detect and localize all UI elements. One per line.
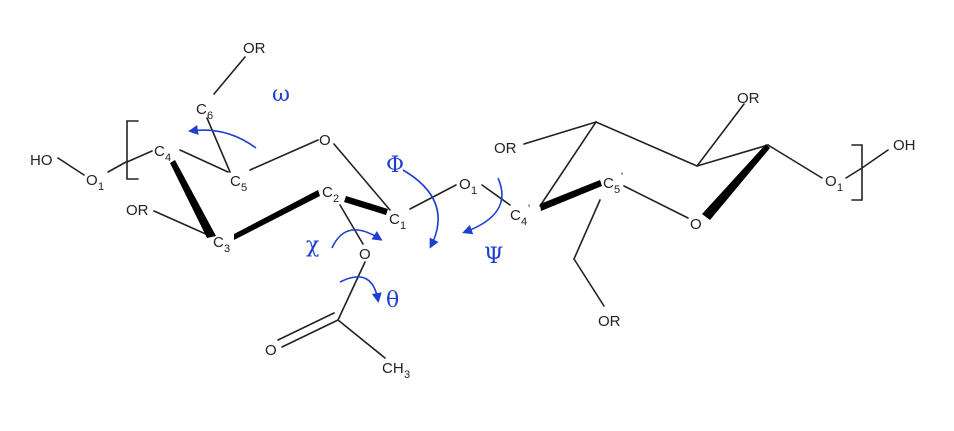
label-c6-sub: 6 xyxy=(207,110,213,122)
bond-oglyco-c4p xyxy=(481,184,511,206)
label-psi: Ψ xyxy=(484,244,503,269)
label-c2-sub: 2 xyxy=(333,193,339,205)
bond-c5p-c6p xyxy=(573,199,601,260)
label-ch3-sub: 3 xyxy=(404,369,410,381)
label-ring-o-right: O xyxy=(690,216,702,233)
bond-ringO-c1 xyxy=(333,143,391,211)
label-oh-right: OH xyxy=(893,137,916,154)
wedge-c4-c3 xyxy=(170,160,216,238)
phi-arrow xyxy=(402,169,439,249)
bond-c1p-o1 xyxy=(767,144,823,179)
bond-c3p-c4p xyxy=(539,121,597,207)
bond-c2-oacetyl xyxy=(339,204,364,245)
label-c4-sub: 4 xyxy=(165,152,171,164)
wedge-c4p-c5p xyxy=(540,180,602,211)
bond-c6p-or xyxy=(573,258,605,307)
bond-o1-bracket-right xyxy=(845,167,863,179)
bond-c5p-ringO xyxy=(623,185,689,219)
label-o1-left: O xyxy=(86,172,98,189)
label-c6: C xyxy=(196,101,207,118)
left-bracket xyxy=(126,120,139,180)
label-c4p: C xyxy=(510,207,521,224)
bond-bracket-oh xyxy=(861,149,889,169)
omega-arrow xyxy=(188,125,257,149)
theta-arrow xyxy=(339,276,382,303)
right-bracket xyxy=(851,144,863,201)
bond-c4-c5 xyxy=(179,149,229,173)
label-c5p: C xyxy=(603,175,614,192)
label-c3: C xyxy=(213,234,224,251)
bond-ho-o1 xyxy=(57,157,85,176)
label-c1-sub: 1 xyxy=(400,220,406,232)
bond-c2p-c1p xyxy=(696,144,769,167)
label-o1-left-sub: 1 xyxy=(98,181,104,193)
bond-carbonyl-double-2 xyxy=(277,312,335,341)
label-ring-o-left: O xyxy=(319,132,331,149)
label-o1-glyco: O xyxy=(459,176,471,193)
bond-or-c3 xyxy=(153,210,209,236)
label-c3-sub: 3 xyxy=(224,243,230,255)
label-o1-right: O xyxy=(825,173,837,190)
label-or-upper-right: OR xyxy=(494,140,517,157)
label-ch3: CH xyxy=(382,360,404,377)
label-or-c3: OR xyxy=(126,202,149,219)
wedge-ringO-c1p xyxy=(702,144,770,220)
label-c4p-prime: ' xyxy=(528,203,530,215)
label-or-top-right: OR xyxy=(737,90,760,107)
label-c4p-sub: 4 xyxy=(521,216,527,228)
left-residue-bonds xyxy=(57,56,457,359)
label-ho-left: HO xyxy=(30,152,53,169)
label-o-acetyl: O xyxy=(359,246,371,263)
label-or-c6: OR xyxy=(243,40,266,57)
psi-arrow xyxy=(462,177,503,235)
label-c1: C xyxy=(389,211,400,228)
torsion-labels: ω Φ Ψ χ θ xyxy=(272,82,503,313)
wedge-c3-c2 xyxy=(234,190,320,240)
bond-c5-c6 xyxy=(206,117,231,173)
label-theta: θ xyxy=(386,288,399,313)
bond-oacetyl-carbonyl-c xyxy=(337,261,366,321)
wedge-c2-c1 xyxy=(344,196,388,215)
label-omega: ω xyxy=(272,82,290,107)
label-phi: Φ xyxy=(386,153,404,178)
bond-c2p-or xyxy=(696,103,745,167)
torsion-arrows xyxy=(188,125,503,303)
label-c5-sub: 5 xyxy=(241,182,247,194)
label-c2: C xyxy=(322,184,333,201)
label-c5p-prime: ' xyxy=(621,171,623,183)
bond-c5-ringO xyxy=(249,139,319,171)
chi-arrow xyxy=(331,229,383,249)
label-o1-glyco-sub: 1 xyxy=(471,185,477,197)
label-c5p-sub: 5 xyxy=(614,184,620,196)
bond-or-c3p xyxy=(523,121,597,145)
bond-bracket-c4 xyxy=(126,150,153,163)
label-or-bottom: OR xyxy=(598,313,621,330)
bond-c6-or xyxy=(213,56,246,95)
bond-carbonyl-double-1 xyxy=(281,319,339,348)
label-c4: C xyxy=(154,143,165,160)
atom-labels: HO O 1 OR C 6 C 4 C 5 O OR C 3 C 2 C 1 O… xyxy=(30,40,916,381)
label-c5: C xyxy=(230,173,241,190)
bond-c3p-c2p xyxy=(595,121,698,167)
label-chi: χ xyxy=(306,233,319,258)
label-o-carbonyl: O xyxy=(265,342,277,359)
right-residue-bonds xyxy=(481,103,889,307)
bond-carbonyl-ch3 xyxy=(337,319,386,359)
label-o1-right-sub: 1 xyxy=(837,182,843,194)
bond-o1-bracket xyxy=(107,161,127,173)
